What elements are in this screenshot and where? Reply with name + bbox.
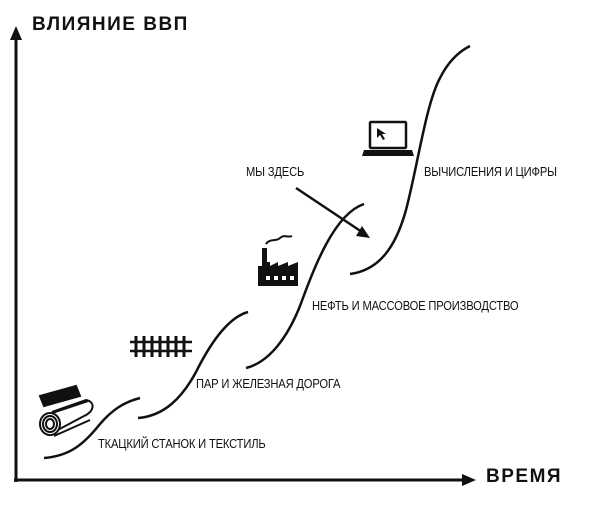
y-axis <box>10 26 22 482</box>
stage-label-railway: ПАР И ЖЕЛЕЗНАЯ ДОРОГА <box>196 376 341 391</box>
y-axis-arrow-icon <box>10 26 22 40</box>
railway-track-icon <box>130 336 192 357</box>
x-axis-label: ВРЕМЯ <box>486 466 563 487</box>
we-are-here-label: МЫ ЗДЕСЬ <box>246 164 305 179</box>
curve-computing <box>349 44 471 276</box>
marker-arrow <box>295 186 370 238</box>
x-axis <box>14 474 476 486</box>
y-axis-label: ВЛИЯНИЕ ВВП <box>32 14 189 35</box>
textile-roll-icon <box>38 384 94 437</box>
laptop-icon <box>362 120 414 156</box>
x-axis-arrow-icon <box>462 474 476 486</box>
stage-label-oil: НЕФТЬ И МАССОВОЕ ПРОИЗВОДСТВО <box>312 298 519 313</box>
stage-label-textile: ТКАЦКИЙ СТАНОК И ТЕКСТИЛЬ <box>98 436 266 451</box>
curve-textile <box>43 396 141 460</box>
marker-arrowhead-icon <box>356 226 370 238</box>
curve-railway <box>137 310 249 420</box>
stage-label-computing: ВЫЧИСЛЕНИЯ И ЦИФРЫ <box>424 164 557 179</box>
curve-oil <box>245 202 365 370</box>
factory-icon <box>258 235 298 286</box>
